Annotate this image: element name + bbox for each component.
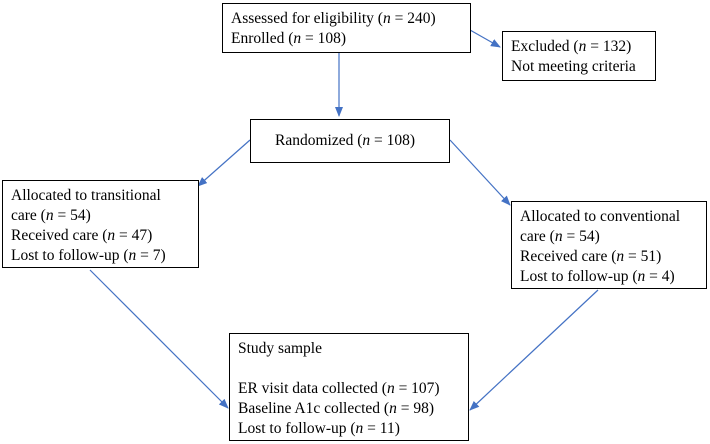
n-symbol: n (389, 400, 397, 417)
excluded-line-0: Excluded (n = 132) (511, 37, 647, 57)
text-segment: Lost to follow-up ( (520, 268, 638, 285)
n-symbol: n (293, 30, 302, 47)
transitional-line-1: care (n = 54) (11, 206, 190, 226)
text-segment: = 4) (645, 268, 675, 285)
text-segment: = 11) (363, 420, 400, 437)
text-segment: Received care ( (11, 227, 108, 244)
n-symbol: n (355, 420, 364, 437)
text-segment: ER visit data collected ( (238, 380, 387, 397)
text-segment: = 108) (301, 30, 347, 47)
text-segment: = 98) (396, 400, 434, 417)
arrow-transitional-to-sample (89, 269, 229, 409)
text-segment: Study sample (238, 340, 322, 357)
text-segment: = 108) (370, 132, 416, 149)
study-sample-box: Study sample ER visit data collected (n … (229, 333, 469, 441)
text-segment: Assessed for eligibility ( (231, 10, 383, 27)
text-segment: = 54) (562, 228, 600, 245)
n-symbol: n (382, 10, 391, 27)
text-segment: Randomized ( (275, 132, 363, 149)
n-symbol: n (362, 132, 371, 149)
text-segment: = 132) (586, 38, 632, 55)
excluded-line-1: Not meeting criteria (511, 57, 647, 77)
n-symbol: n (616, 248, 625, 265)
text-segment: Received care ( (520, 248, 617, 265)
text-segment: care ( (11, 207, 46, 224)
n-symbol: n (45, 207, 54, 224)
text-segment: care ( (520, 228, 555, 245)
text-segment: = 107) (394, 380, 440, 397)
transitional-line-0: Allocated to transitional (11, 186, 190, 206)
eligibility-box: Assessed for eligibility (n = 240)Enroll… (222, 3, 471, 53)
sample-line-1 (238, 359, 460, 379)
n-symbol: n (386, 380, 395, 397)
sample-line-2: ER visit data collected (n = 107) (238, 379, 460, 399)
n-symbol: n (637, 268, 646, 285)
text-segment: Not meeting criteria (511, 58, 636, 75)
n-symbol: n (128, 247, 137, 264)
sample-line-3: Baseline A1c collected (n = 98) (238, 399, 460, 419)
eligibility-line-0: Assessed for eligibility (n = 240) (231, 9, 462, 29)
text-segment: = 54) (53, 207, 91, 224)
text-segment: Baseline A1c collected ( (238, 400, 390, 417)
conventional-line-0: Allocated to conventional (520, 207, 698, 227)
text-segment: = 51) (624, 248, 662, 265)
text-segment: = 47) (115, 227, 153, 244)
excluded-box: Excluded (n = 132)Not meeting criteria (502, 31, 656, 81)
transitional-line-3: Lost to follow-up (n = 7) (11, 246, 190, 266)
n-symbol: n (554, 228, 563, 245)
randomized-box: Randomized (n = 108) (250, 119, 450, 163)
sample-line-0: Study sample (238, 339, 460, 359)
conventional-line-1: care (n = 54) (520, 227, 698, 247)
text-segment: = 240) (390, 10, 436, 27)
text-segment: Lost to follow-up ( (11, 247, 129, 264)
arrow-eligibility-to-excluded (469, 29, 501, 48)
eligibility-line-1: Enrolled (n = 108) (231, 29, 462, 49)
transitional-line-2: Received care (n = 47) (11, 226, 190, 246)
text-segment: Allocated to conventional (520, 208, 681, 225)
conventional-line-2: Received care (n = 51) (520, 247, 698, 267)
arrow-randomized-to-transitional (197, 139, 251, 187)
sample-line-4: Lost to follow-up (n = 11) (238, 419, 460, 439)
randomized-line-0: Randomized (n = 108) (275, 131, 441, 151)
arrow-conventional-to-sample (469, 289, 599, 411)
text-segment: Allocated to transitional (11, 187, 161, 204)
text-segment: Excluded ( (511, 38, 579, 55)
text-segment: Enrolled ( (231, 30, 294, 47)
arrow-randomized-to-conventional (449, 139, 511, 206)
n-symbol: n (107, 227, 116, 244)
conventional-line-3: Lost to follow-up (n = 4) (520, 267, 698, 287)
n-symbol: n (578, 38, 587, 55)
text-segment: = 7) (136, 247, 166, 264)
text-segment: Lost to follow-up ( (238, 420, 356, 437)
